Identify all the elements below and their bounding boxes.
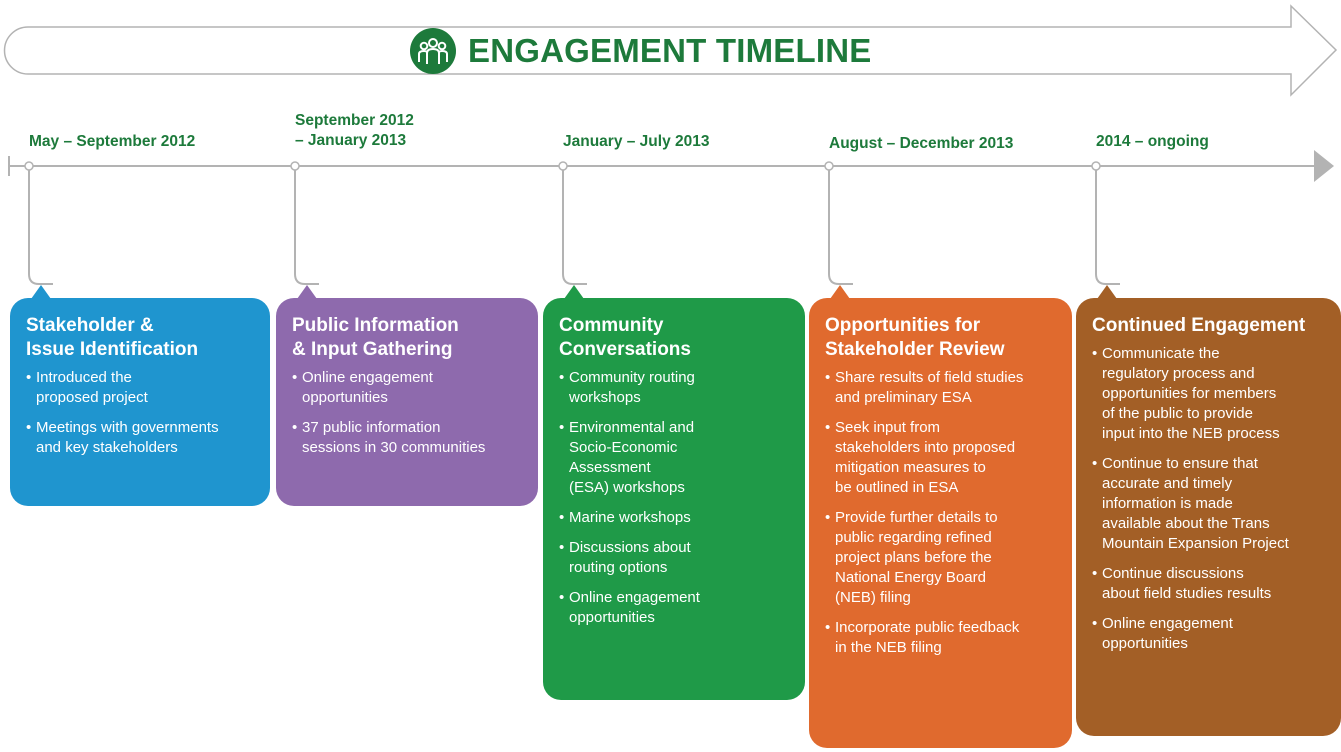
- timeline-connector: [1095, 166, 1120, 285]
- date-label: January – July 2013: [563, 133, 710, 150]
- people-group-icon: [410, 28, 456, 74]
- timeline-connector: [828, 166, 853, 285]
- phase-title: Continued Engagement: [1092, 315, 1306, 336]
- phase-card: Continued Engagement Communicate theregu…: [1076, 285, 1341, 736]
- bullet-item: Marine workshops: [559, 508, 797, 528]
- banner-arrow: [3, 4, 1338, 97]
- timeline-node: [824, 161, 834, 171]
- timeline-connector: [28, 166, 53, 285]
- phase-bullets: Community routingworkshopsEnvironmental …: [559, 368, 797, 628]
- date-label: August – December 2013: [829, 135, 1014, 152]
- timeline-connector: [294, 166, 319, 285]
- title-group: ENGAGEMENT TIMELINE: [410, 28, 871, 74]
- phase-title: Public Information& Input Gathering: [292, 315, 459, 360]
- date-label: 2014 – ongoing: [1096, 133, 1209, 150]
- timeline-node: [558, 161, 568, 171]
- page-title: ENGAGEMENT TIMELINE: [468, 32, 872, 69]
- timeline-connector: [562, 166, 587, 285]
- timeline-node: [290, 161, 300, 171]
- date-label: May – September 2012: [29, 133, 196, 150]
- phase-card: Public Information& Input Gathering Onli…: [276, 285, 538, 506]
- phase-card: Stakeholder &Issue Identification Introd…: [10, 285, 270, 506]
- timeline-arrowhead: [1314, 150, 1334, 182]
- bullet-item: Environmental andSocio-EconomicAssessmen…: [559, 418, 797, 498]
- timeline-node: [24, 161, 34, 171]
- date-label: September 2012– January 2013: [295, 112, 414, 149]
- phase-title: Stakeholder &Issue Identification: [26, 315, 199, 360]
- timeline: [8, 150, 1334, 285]
- timeline-node: [1091, 161, 1101, 171]
